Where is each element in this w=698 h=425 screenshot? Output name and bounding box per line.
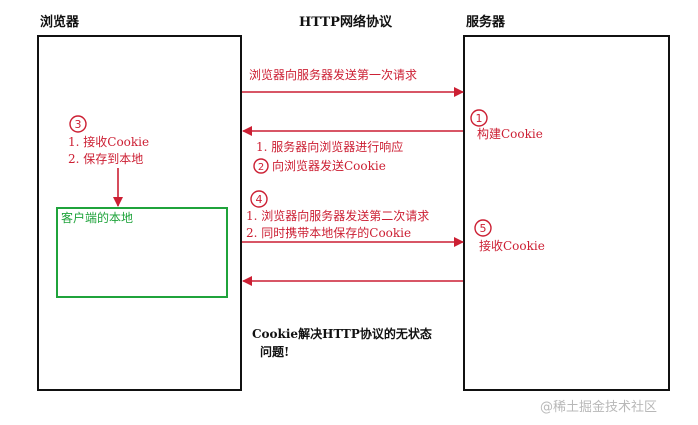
server-receive-cookie-label: 接收Cookie — [479, 239, 545, 253]
local-storage-box — [56, 207, 228, 298]
step3-marker: 3 — [75, 118, 82, 131]
step3-circle — [69, 115, 87, 133]
watermark: @稀土掘金技术社区 — [540, 400, 658, 415]
step4-circle — [250, 190, 268, 208]
build-cookie-label: 构建Cookie — [477, 127, 543, 141]
response-line2: 向浏览器发送Cookie — [272, 159, 386, 173]
second-request-line1: 1. 浏览器向服务器发送第二次请求 — [246, 209, 430, 223]
note-line1: Cookie解决HTTP协议的无状态 — [252, 327, 432, 341]
step2-marker: 2 — [258, 162, 264, 173]
server-box — [463, 35, 670, 391]
step5-marker: 5 — [480, 222, 487, 235]
receive-cookie-line: 1. 接收Cookie — [68, 135, 150, 149]
step5-circle — [474, 219, 492, 237]
protocol-title: HTTP网络协议 — [299, 15, 392, 30]
save-local-line: 2. 保存到本地 — [68, 152, 144, 166]
step2-circle — [253, 158, 269, 174]
server-label: 服务器 — [466, 15, 506, 30]
response-line1: 1. 服务器向浏览器进行响应 — [256, 140, 404, 154]
second-request-line2: 2. 同时携带本地保存的Cookie — [246, 226, 412, 240]
step1-marker: 1 — [476, 112, 483, 125]
step4-marker: 4 — [256, 193, 263, 206]
browser-label: 浏览器 — [40, 15, 80, 30]
browser-box — [37, 35, 242, 391]
step1-circle — [470, 109, 488, 127]
local-storage-label: 客户端的本地 — [61, 211, 134, 225]
first-request-label: 浏览器向服务器发送第一次请求 — [249, 68, 418, 82]
note-line2: 问题! — [260, 345, 290, 359]
